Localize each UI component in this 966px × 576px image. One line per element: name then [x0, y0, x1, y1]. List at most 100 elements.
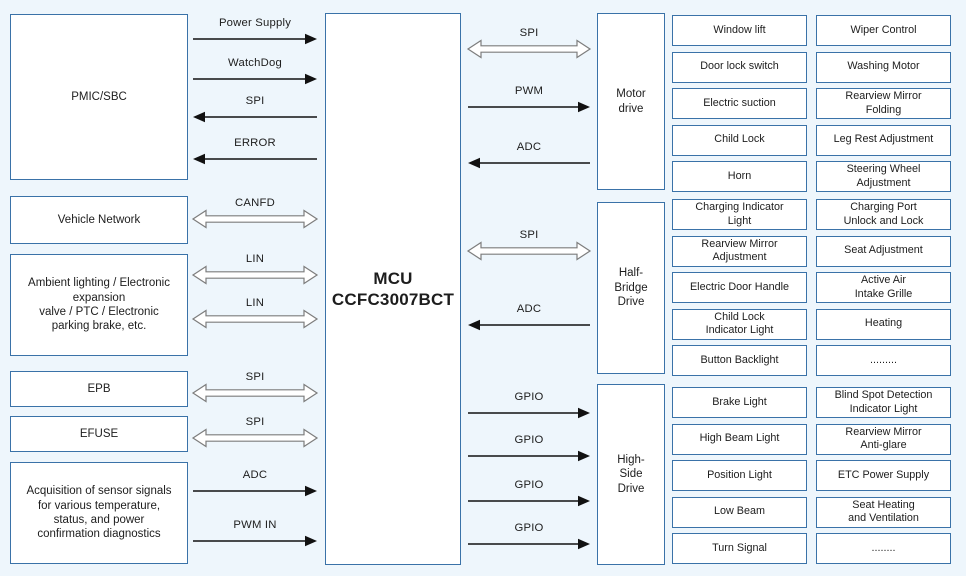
- block-epb: EPB: [10, 371, 188, 407]
- cell-half-bridge-drive-c1-r3: Electric Door Handle: [672, 272, 807, 303]
- cell-label: Steering Wheel Adjustment: [846, 163, 921, 189]
- block-ambient-lighting: Ambient lighting / Electronic expansion …: [10, 254, 188, 356]
- cell-label: Rearview Mirror Adjustment: [701, 237, 778, 263]
- arrow-left-10-glyph: [193, 535, 317, 547]
- block-motor-drive: Motor drive: [597, 13, 665, 190]
- cell-label: Low Beam: [713, 505, 765, 518]
- cell-label: Seat Adjustment: [844, 244, 923, 257]
- arrow-right-3-glyph: [466, 241, 592, 261]
- block-mcu: MCU CCFC3007BCT: [325, 13, 461, 565]
- arrow-right-7-label: GPIO: [514, 479, 544, 491]
- arrow-left-6: LIN: [191, 296, 319, 330]
- cell-half-bridge-drive-c1-r1: Charging Indicator Light: [672, 199, 807, 230]
- arrow-left-1-glyph: [193, 73, 317, 85]
- arrow-right-8-label: GPIO: [514, 522, 544, 534]
- block-efuse: EFUSE: [10, 416, 188, 452]
- arrow-right-0: SPI: [466, 26, 592, 60]
- cell-label: Washing Motor: [847, 60, 920, 73]
- cell-label: Blind Spot Detection Indicator Light: [834, 389, 933, 415]
- cell-half-bridge-drive-c2-r1: Charging Port Unlock and Lock: [816, 199, 951, 230]
- block-ambient-lighting-label: Ambient lighting / Electronic expansion …: [28, 277, 170, 333]
- block-motor-drive-label: Motor drive: [616, 88, 646, 115]
- cell-label: Horn: [727, 169, 752, 182]
- arrow-left-7: SPI: [191, 370, 319, 404]
- arrow-left-4: CANFD: [191, 196, 319, 230]
- arrow-left-2: SPI: [193, 94, 317, 128]
- arrow-left-5: LIN: [191, 252, 319, 286]
- block-high-side-drive: High- Side Drive: [597, 384, 665, 565]
- arrow-right-0-label: SPI: [519, 27, 539, 39]
- arrow-left-9-label: ADC: [242, 469, 268, 481]
- cell-high-side-drive-c1-r1: Brake Light: [672, 387, 807, 418]
- cell-motor-drive-c2-r3: Rearview Mirror Folding: [816, 88, 951, 119]
- arrow-right-6-label: GPIO: [514, 434, 544, 446]
- arrow-right-3: SPI: [466, 228, 592, 262]
- cell-label: .........: [870, 353, 897, 366]
- arrow-left-7-glyph: [191, 383, 319, 403]
- cell-motor-drive-c2-r1: Wiper Control: [816, 15, 951, 46]
- arrow-right-5-glyph: [468, 407, 590, 419]
- block-mcu-label: MCU CCFC3007BCT: [326, 268, 460, 311]
- cell-label: Rearview Mirror Folding: [845, 90, 922, 116]
- mcu-line2: CCFC3007BCT: [331, 290, 455, 309]
- arrow-left-0: Power Supply: [193, 16, 317, 50]
- cell-label: Wiper Control: [850, 23, 917, 36]
- arrow-right-1: PWM: [468, 84, 590, 118]
- arrow-right-5-label: GPIO: [514, 391, 544, 403]
- arrow-left-10-label: PWM IN: [233, 519, 277, 531]
- cell-motor-drive-c1-r3: Electric suction: [672, 88, 807, 119]
- cell-label: Heating: [864, 317, 903, 330]
- arrow-left-8-label: SPI: [245, 416, 265, 428]
- cell-motor-drive-c2-r5: Steering Wheel Adjustment: [816, 161, 951, 192]
- arrow-left-8-glyph: [191, 428, 319, 448]
- block-pmic-sbc-label: PMIC/SBC: [71, 90, 127, 103]
- arrow-right-6-glyph: [468, 450, 590, 462]
- arrow-left-4-label: CANFD: [235, 197, 275, 209]
- cell-high-side-drive-c2-r2: Rearview Mirror Anti-glare: [816, 423, 951, 455]
- cell-label: High Beam Light: [699, 432, 780, 445]
- cell-label: Charging Indicator Light: [695, 201, 784, 227]
- arrow-right-1-label: PWM: [514, 85, 544, 97]
- arrow-right-2-glyph: [468, 157, 590, 169]
- block-half-bridge-drive-label: Half- Bridge Drive: [614, 267, 648, 309]
- cell-high-side-drive-c2-r1: Blind Spot Detection Indicator Light: [816, 387, 951, 418]
- cell-high-side-drive-c2-r4: Seat Heating and Ventilation: [816, 496, 951, 528]
- cell-label: Brake Light: [712, 395, 767, 408]
- cell-half-bridge-drive-c2-r4: Heating: [816, 308, 951, 340]
- cell-label: Door lock switch: [700, 60, 779, 73]
- cell-high-side-drive-c1-r5: Turn Signal: [672, 533, 807, 564]
- arrow-left-7-label: SPI: [245, 371, 265, 383]
- cell-label: Electric Door Handle: [689, 280, 789, 293]
- cell-half-bridge-drive-c1-r4: Child Lock Indicator Light: [672, 308, 807, 340]
- cell-label: ........: [871, 541, 896, 554]
- block-high-side-drive-label: High- Side Drive: [617, 453, 645, 495]
- cell-half-bridge-drive-c2-r2: Seat Adjustment: [816, 235, 951, 267]
- cell-label: Button Backlight: [700, 353, 779, 366]
- arrow-right-4-label: ADC: [516, 303, 542, 315]
- arrow-right-1-glyph: [468, 101, 590, 113]
- arrow-right-3-label: SPI: [519, 229, 539, 241]
- cell-label: Active Air Intake Grille: [854, 274, 913, 300]
- arrow-left-3: ERROR: [193, 136, 317, 170]
- arrow-left-1-label: WatchDog: [228, 57, 282, 69]
- arrow-right-8: GPIO: [468, 521, 590, 555]
- arrow-right-7-glyph: [468, 495, 590, 507]
- cell-half-bridge-drive-c1-r2: Rearview Mirror Adjustment: [672, 235, 807, 267]
- block-pmic-sbc: PMIC/SBC: [10, 14, 188, 180]
- cell-label: Child Lock: [714, 133, 765, 146]
- block-efuse-label: EFUSE: [79, 427, 119, 440]
- arrow-left-2-label: SPI: [245, 95, 265, 107]
- arrow-left-2-glyph: [193, 111, 317, 123]
- cell-motor-drive-c1-r4: Child Lock: [672, 124, 807, 156]
- arrow-right-5: GPIO: [468, 390, 590, 424]
- block-half-bridge-drive: Half- Bridge Drive: [597, 202, 665, 374]
- mcu-line1: MCU: [373, 268, 413, 288]
- cell-label: Electric suction: [703, 96, 776, 109]
- block-vehicle-network-label: Vehicle Network: [57, 213, 141, 226]
- arrow-left-1: WatchDog: [193, 56, 317, 90]
- cell-label: Leg Rest Adjustment: [833, 133, 934, 146]
- cell-label: Charging Port Unlock and Lock: [843, 201, 924, 227]
- arrow-left-6-label: LIN: [245, 297, 265, 309]
- cell-high-side-drive-c1-r3: Position Light: [672, 460, 807, 491]
